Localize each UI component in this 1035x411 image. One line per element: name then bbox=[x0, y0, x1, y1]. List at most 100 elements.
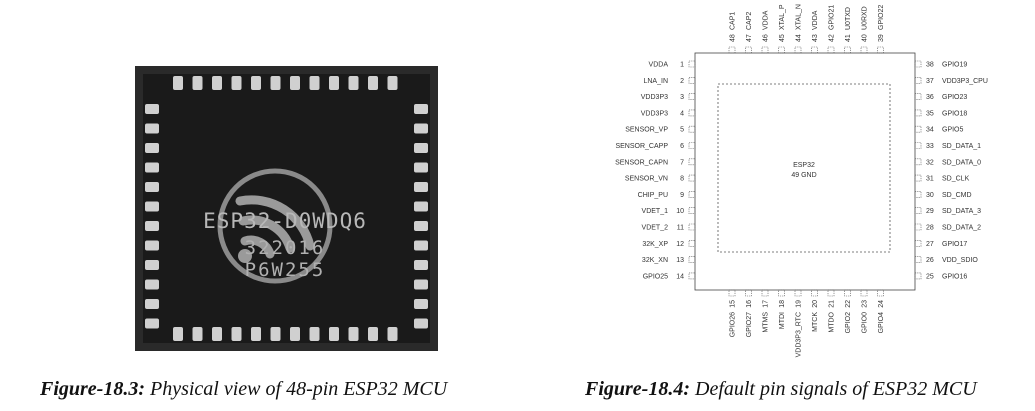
bottom-pins: 15GPIO2616GPIO2717MTMS18MTDI19VDD3P3_RTC… bbox=[728, 289, 885, 357]
pin-number: 40 bbox=[862, 34, 869, 42]
pin-label: SENSOR_VP bbox=[625, 127, 668, 134]
pin-pad bbox=[688, 142, 696, 149]
chip-lead bbox=[290, 327, 300, 341]
pin-label: SENSOR_VN bbox=[625, 176, 668, 183]
pin-number: 28 bbox=[926, 225, 934, 232]
pin-pad bbox=[914, 158, 922, 166]
figure-caption-pin-signals: Figure-18.4: Default pin signals of ESP3… bbox=[585, 378, 977, 401]
pin-pad bbox=[914, 223, 922, 231]
chip-lead bbox=[414, 221, 428, 231]
pin-label: U0RXD bbox=[862, 6, 869, 30]
chip-lead bbox=[348, 76, 359, 90]
pin-number: 19 bbox=[796, 300, 803, 308]
pin-label: VDD3P3_RTC bbox=[796, 312, 803, 357]
pin-pad bbox=[728, 46, 736, 54]
pin-label: GPIO16 bbox=[942, 273, 967, 280]
pin-pad bbox=[745, 46, 752, 54]
chip-lead bbox=[414, 201, 428, 212]
pin-pad bbox=[688, 158, 696, 166]
ground-pad bbox=[717, 83, 891, 253]
caption-label: Figure-18.4: bbox=[585, 378, 690, 400]
pin-label: LNA_IN bbox=[643, 78, 668, 85]
chip-pads bbox=[145, 76, 428, 341]
pin-label: CHIP_PU bbox=[638, 192, 668, 199]
chip-lead bbox=[348, 327, 359, 341]
chip-lead bbox=[145, 221, 159, 231]
pin-label: GPIO23 bbox=[942, 94, 967, 101]
pin-number: 20 bbox=[812, 300, 819, 308]
pin-label: GPIO22 bbox=[878, 5, 885, 30]
pin-pad bbox=[844, 46, 851, 54]
chip-lead bbox=[145, 240, 159, 251]
pin-pad bbox=[827, 289, 835, 297]
pin-number: 18 bbox=[779, 300, 786, 308]
pin-label: SD_CMD bbox=[942, 192, 972, 199]
pin-pad bbox=[688, 223, 696, 231]
chip-lead bbox=[192, 76, 203, 90]
chip-lead bbox=[414, 240, 428, 251]
pin-number: 24 bbox=[878, 300, 885, 308]
pin-number: 35 bbox=[926, 110, 934, 117]
pin-label: MTDI bbox=[779, 312, 786, 329]
chip-lead bbox=[270, 327, 281, 341]
pin-pad bbox=[688, 256, 696, 263]
pin-label: VDD3P3 bbox=[641, 94, 668, 101]
pin-number: 31 bbox=[926, 176, 934, 183]
center-label-gnd: 49 GND bbox=[791, 172, 816, 179]
chip-lead bbox=[387, 76, 398, 90]
pin-number: 10 bbox=[676, 208, 684, 215]
pin-pad bbox=[688, 77, 696, 84]
pin-pad bbox=[914, 174, 922, 182]
pin-pad bbox=[914, 272, 922, 280]
pin-label: XTAL_N bbox=[796, 4, 803, 30]
chip-lead bbox=[270, 76, 281, 90]
pin-label: XTAL_P bbox=[779, 4, 786, 30]
pin-number: 5 bbox=[680, 127, 684, 134]
pin-label: SD_DATA_1 bbox=[942, 143, 981, 150]
pin-pad bbox=[688, 125, 696, 133]
chip-lead bbox=[309, 327, 320, 341]
chip-lead bbox=[212, 327, 222, 341]
chip-lead bbox=[414, 260, 428, 270]
chip-lead bbox=[290, 76, 300, 90]
chip-lead bbox=[231, 327, 242, 341]
pin-number: 45 bbox=[779, 34, 786, 42]
pin-number: 26 bbox=[926, 257, 934, 264]
pin-number: 34 bbox=[926, 127, 934, 134]
espressif-logo bbox=[217, 168, 333, 284]
pin-number: 23 bbox=[862, 300, 869, 308]
pin-pad bbox=[914, 109, 922, 117]
pin-label: VDD_SDIO bbox=[942, 257, 978, 264]
chip-lead bbox=[414, 182, 428, 192]
chip-lead bbox=[145, 299, 159, 309]
pin-number: 38 bbox=[926, 62, 934, 69]
pin-pad bbox=[728, 289, 736, 297]
pin-label: VDD3P3_CPU bbox=[942, 78, 988, 85]
pin-label: MTCK bbox=[812, 312, 819, 332]
pin-number: 36 bbox=[926, 94, 934, 101]
pin-pad bbox=[811, 46, 818, 54]
pin-pad bbox=[877, 289, 884, 297]
chip-lead bbox=[145, 143, 159, 153]
pin-pad bbox=[688, 109, 696, 117]
chip-lead bbox=[368, 327, 378, 341]
pin-number: 13 bbox=[676, 257, 684, 264]
pin-pad bbox=[877, 46, 884, 54]
pin-number: 22 bbox=[845, 300, 852, 308]
pin-number: 3 bbox=[680, 94, 684, 101]
pin-number: 12 bbox=[676, 241, 684, 248]
pin-number: 25 bbox=[926, 273, 934, 280]
pin-pad bbox=[914, 93, 922, 100]
pin-pad bbox=[914, 256, 922, 263]
pin-pad bbox=[778, 46, 785, 54]
pin-pad bbox=[761, 289, 769, 297]
chip-lead bbox=[309, 76, 320, 90]
chip-photo: ESP32-D0WDQ6 322016 P6W255 bbox=[135, 66, 438, 351]
pin-number: 8 bbox=[680, 176, 684, 183]
chip-lead bbox=[173, 76, 183, 90]
pin-label: U0TXD bbox=[845, 7, 852, 30]
chip-lead bbox=[329, 76, 339, 90]
pin-number: 21 bbox=[829, 300, 836, 308]
pin-pad bbox=[914, 142, 922, 149]
chip-lead bbox=[414, 123, 428, 134]
